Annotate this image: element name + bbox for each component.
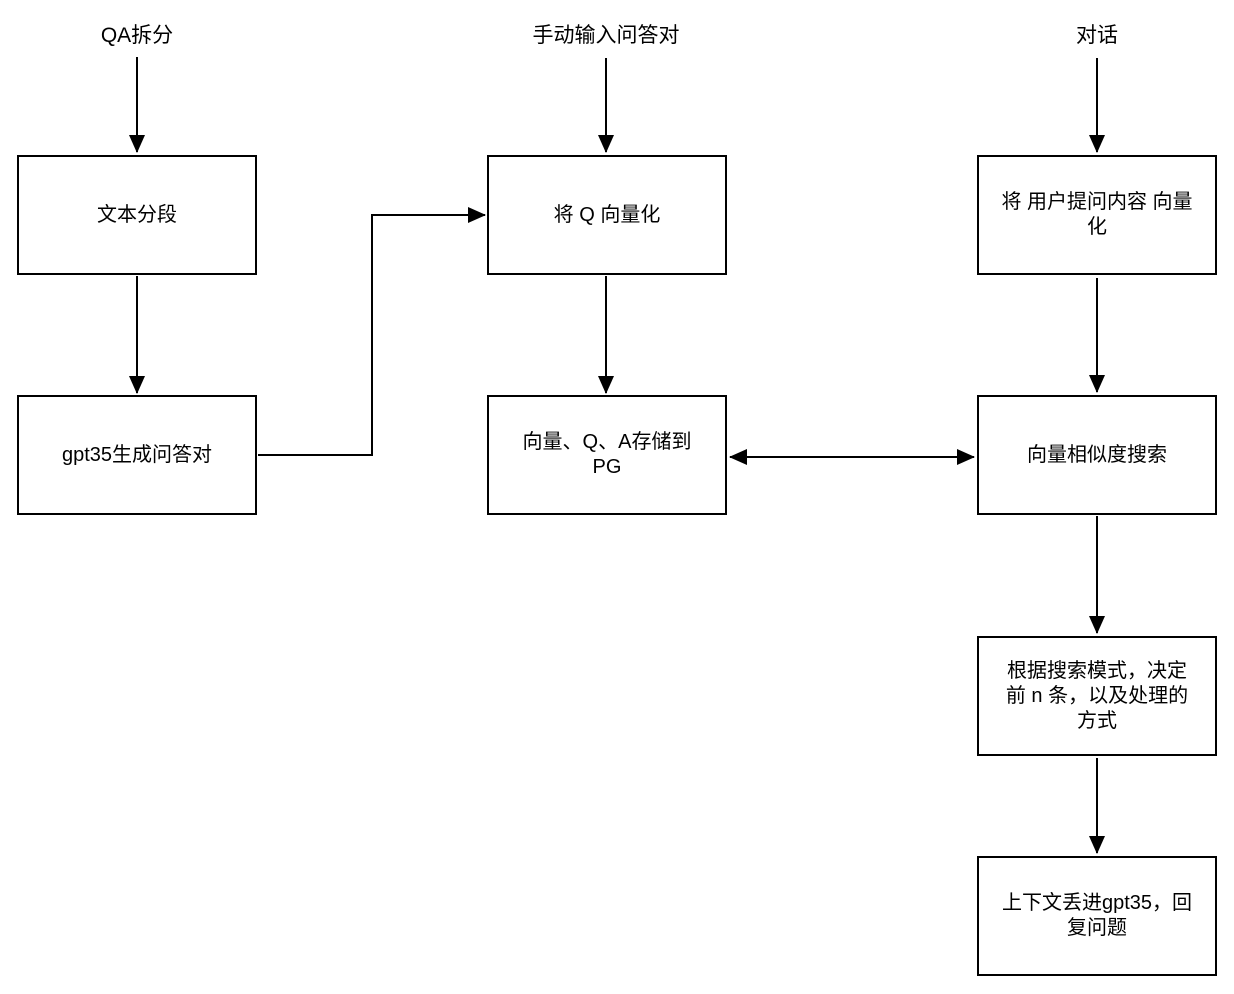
- node-gpt35-answer: 上下文丢进gpt35，回 复问题: [977, 856, 1217, 976]
- node-vector-similarity-search: 向量相似度搜索: [977, 395, 1217, 515]
- node-search-mode-decision: 根据搜索模式，决定 前 n 条，以及处理的 方式: [977, 636, 1217, 756]
- node-store-to-pg: 向量、Q、A存储到 PG: [487, 395, 727, 515]
- node-vectorize-user-question: 将 用户提问内容 向量 化: [977, 155, 1217, 275]
- node-gpt35-generate-qa: gpt35生成问答对: [17, 395, 257, 515]
- node-vectorize-q: 将 Q 向量化: [487, 155, 727, 275]
- label-qa-split: QA拆分: [100, 24, 174, 47]
- label-chat: 对话: [1076, 24, 1118, 47]
- label-manual-input: 手动输入问答对: [532, 24, 680, 47]
- node-text-segment: 文本分段: [17, 155, 257, 275]
- edge-gpt35-generate-to-vectorize-q: [258, 207, 486, 456]
